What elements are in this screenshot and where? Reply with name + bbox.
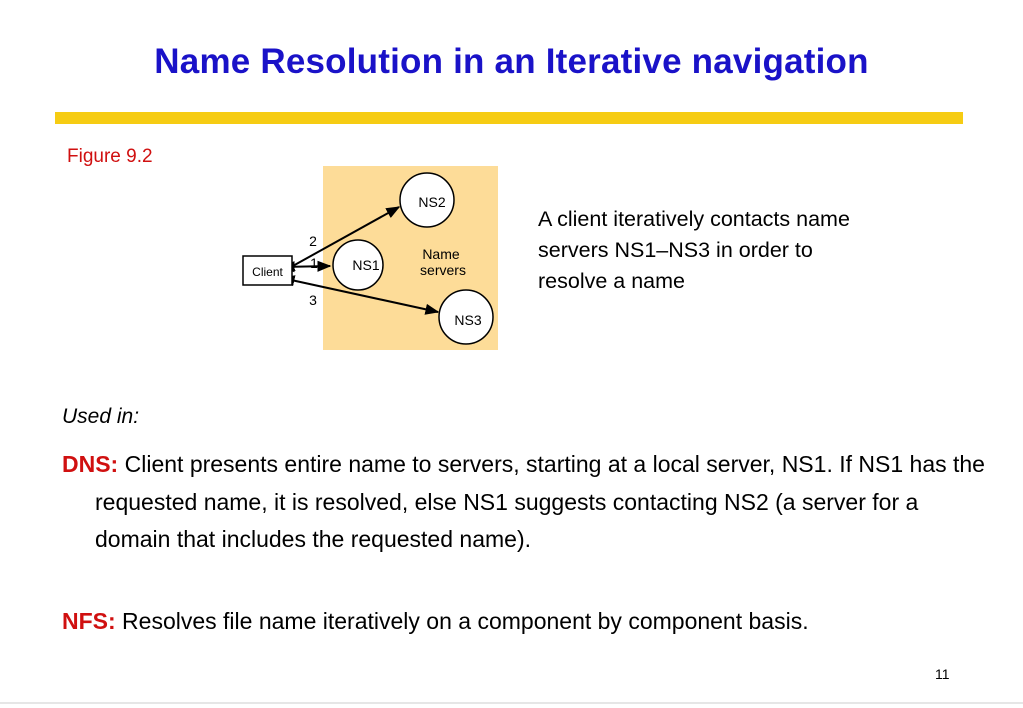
arrow-client-ns3 <box>280 275 440 315</box>
slide-title: Name Resolution in an Iterative navigati… <box>154 42 869 81</box>
step-label-1: 1 <box>310 255 318 271</box>
dns-paragraph: DNS: Client presents entire name to serv… <box>62 446 995 559</box>
step-label-3: 3 <box>309 292 317 308</box>
nfs-paragraph: NFS: Resolves file name iteratively on a… <box>62 603 995 641</box>
client-label: Client <box>252 265 283 279</box>
ns1-label: NS1 <box>352 257 379 273</box>
nfs-description: Resolves file name iteratively on a comp… <box>115 608 809 634</box>
step-label-2: 2 <box>309 233 317 249</box>
iterative-navigation-diagram: Client NS1 NS2 NS3 Name servers 2 1 3 <box>242 166 498 350</box>
ns2-node <box>399 172 455 228</box>
ns1-node <box>332 239 384 291</box>
figure-label: Figure 9.2 <box>67 146 153 167</box>
nfs-keyword: NFS: <box>62 608 116 634</box>
figure-caption: A client iteratively contacts name serve… <box>538 207 850 293</box>
ns3-node <box>438 289 494 345</box>
dns-description: Client presents entire name to servers, … <box>95 451 985 552</box>
name-servers-label-line1: Name <box>422 246 460 262</box>
title-underline-bar <box>55 112 963 124</box>
ns2-label: NS2 <box>418 194 445 210</box>
used-in-heading: Used in: <box>62 405 140 428</box>
bottom-divider <box>0 702 1023 704</box>
client-box <box>242 255 293 286</box>
dns-keyword: DNS: <box>62 451 119 477</box>
ns3-label: NS3 <box>454 312 481 328</box>
name-servers-label-line2: servers <box>420 262 466 278</box>
page-number: 11 <box>935 666 950 682</box>
